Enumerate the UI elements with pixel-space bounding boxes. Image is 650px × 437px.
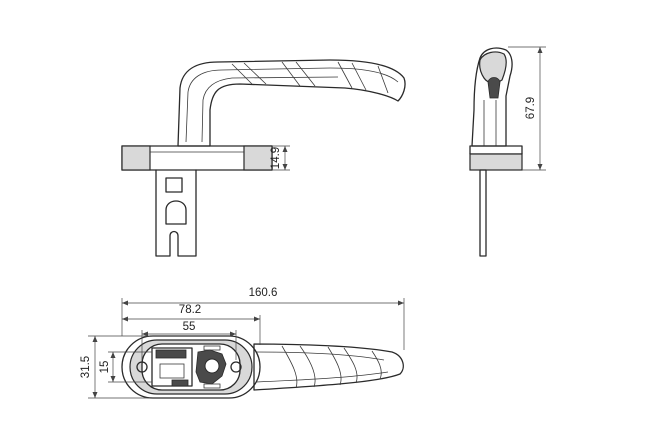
mechanism-clip [203,383,221,389]
front-view [121,59,406,257]
mechanism-tab [171,379,189,387]
top-lever-outline [253,343,404,391]
dim-hole-spacing: 55 [141,321,237,360]
dim-inner-width: 15 [99,351,152,383]
front-plate-left-end [121,145,151,171]
side-plate [469,153,523,171]
grip-stripe [231,63,253,85]
top-view [121,335,404,399]
dim-side-height: 67.9 [508,46,546,171]
side-lever-outline [471,47,513,147]
side-spindle [479,169,487,257]
front-lever-inner-line-2 [201,76,339,143]
grip-stripe [377,65,389,94]
dim-base-width: 31.5 [80,335,150,399]
mechanism-bar [155,349,187,359]
grip-stripe [343,347,358,384]
side-lever-recess [487,77,501,99]
mechanism-slot [159,363,185,379]
front-spindle [155,169,197,257]
side-view [469,47,523,257]
front-plate-right-end [243,145,273,171]
side-plate-top [469,145,523,155]
dim-half-length: 78.2 [122,304,261,345]
grip-stripe [281,345,298,389]
front-spindle-slot [165,200,187,225]
grip-stripe [295,61,316,87]
dim-label-base-width: 31.5 [80,356,92,378]
top-lever-inner-2 [255,371,389,383]
dim-label-inner-width: 15 [99,361,111,374]
dim-plate-height: 14.9 [270,145,290,171]
grip-stripe [337,61,353,89]
dim-label-plate-height: 14.9 [270,147,282,169]
grip-stripe [299,345,316,388]
dim-label-hole-spacing: 55 [183,321,196,333]
grip-stripe [371,350,382,380]
grip-stripe [281,61,301,87]
dim-label-side-height: 67.9 [525,97,537,119]
mechanism-clip [203,345,221,351]
screw-hole-left [136,361,148,373]
top-lever-inner [255,351,385,361]
grip-stripe [351,62,367,91]
top-base-outer [121,335,261,399]
grip-stripe [243,62,267,85]
screw-hole-right [230,361,242,373]
mechanism-pivot [204,358,220,374]
front-lever-inner-line [185,67,399,143]
front-lever-outline [177,59,406,147]
dim-total-length: 160.6 [121,287,405,350]
grip-stripe [327,346,342,386]
dim-label-total-length: 160.6 [249,287,278,299]
side-lever-top [479,51,507,84]
dim-label-half-length: 78.2 [179,304,201,316]
front-spindle-square [165,177,183,193]
